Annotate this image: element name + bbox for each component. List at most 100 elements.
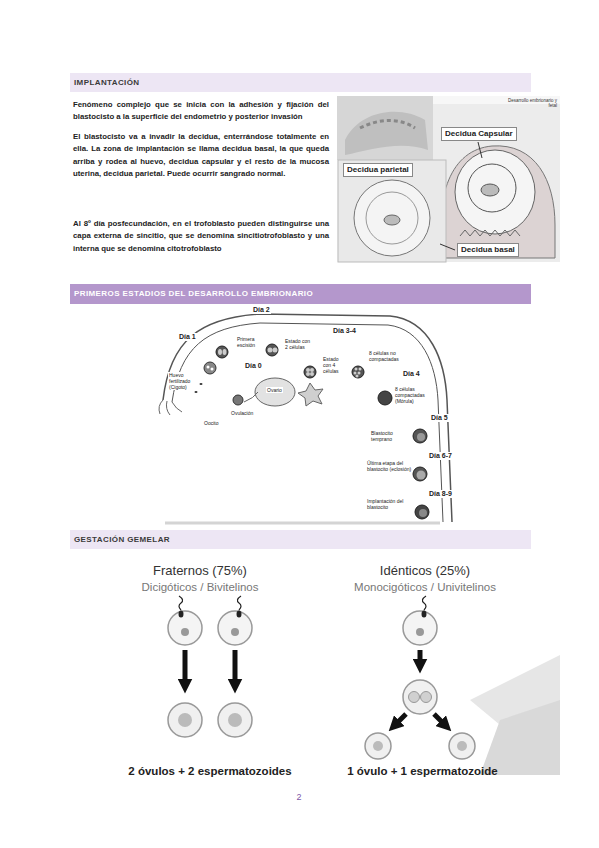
embryo-cells-part [354, 372, 357, 375]
twin-illustration-part [179, 611, 184, 618]
embryo-cells-part [359, 368, 362, 371]
embryo-cells-part [306, 368, 310, 372]
day-label: Día 1 [178, 333, 197, 341]
twin-illustration-part [449, 733, 475, 759]
day-label: Día 6-7 [428, 452, 453, 460]
page-number: 2 [289, 792, 309, 803]
organ-label: Ovario [266, 387, 283, 393]
stage-label: Blastocito temprano [370, 430, 412, 442]
implantation-figure-part [455, 150, 535, 234]
day-label: Día 4 [402, 370, 421, 378]
embryo-cells-part [356, 375, 359, 378]
day-label: Día 5 [430, 414, 449, 422]
embryo-cells-part [211, 368, 214, 371]
twin-illustration-part [233, 650, 238, 686]
twin-illustration-part [403, 680, 437, 714]
implantation-figure-part [384, 215, 400, 225]
embryo-cells-part [419, 509, 427, 517]
twin-heading: Fraternos (75%) [120, 563, 280, 578]
stage-label: Estado con 2 células [284, 338, 314, 350]
stage-label: Implantación del blastocito [366, 498, 413, 510]
embryo-cells-part [310, 368, 314, 372]
twin-illustration-part [457, 741, 467, 751]
twin-illustration-part [218, 703, 252, 737]
stage-label: 8 células no compactadas [368, 350, 408, 362]
embryo-cells-part [266, 344, 278, 356]
fallopian-tube-part [159, 400, 182, 415]
embryo-cells-part [268, 348, 273, 353]
embryo-cells-part [415, 505, 429, 519]
embryo-cells-part [358, 372, 361, 375]
implantation-figure-part [345, 112, 428, 155]
body-paragraph: Fenómeno complejo que se inicia con la a… [73, 99, 329, 124]
embryo-cells-part [310, 372, 314, 376]
fallopian-tube-part [172, 323, 443, 522]
twin-illustration-part [237, 611, 242, 618]
callout-box: Decidua parietal [343, 163, 413, 177]
embryo-cells-part [304, 366, 316, 378]
implantation-figure-part [354, 180, 430, 256]
embryo-cells-part [195, 391, 198, 393]
fallopian-tube [159, 314, 452, 523]
fallopian-tube-part [163, 314, 452, 522]
twin-illustration-part [416, 628, 424, 636]
twin-illustration-part [394, 714, 406, 726]
section-band: PRIMEROS ESTADIOS DEL DESARROLLO EMBRION… [70, 284, 531, 304]
implantation-figure-part [481, 184, 499, 196]
twin-subheading: Dicigóticos / Bivitelinos [110, 580, 290, 594]
stage-label: Primera escisión [236, 336, 263, 348]
stage-label: Huevo fertilizado (Cigoto) [168, 372, 199, 390]
stage-label: 8 células compactadas (Mórula) [394, 386, 434, 404]
twin-illustration-part [422, 596, 426, 610]
callout-box: Decidua basal [457, 243, 519, 257]
embryo-cells-part [417, 471, 426, 480]
section-band: IMPLANTACIÓN [70, 73, 531, 92]
twin-illustration-part [178, 713, 192, 727]
twin-illustration-part [183, 650, 188, 686]
implantation-figure-part [439, 146, 555, 258]
twin-illustration-part [373, 741, 383, 751]
embryo-cells-part [223, 349, 227, 355]
node-text: Decidua Capsular [445, 129, 513, 139]
ovary-part [255, 378, 295, 406]
twin-illustration-part [179, 596, 183, 610]
stage-label: Última etapa del blastocito (eclosión) [366, 460, 413, 472]
twin-subheading: Monocigóticos / Univitelinos [325, 580, 525, 594]
figure-credit: Desarrollo embrionario y fetal [500, 98, 557, 108]
node-text: Decidua parietal [347, 165, 409, 175]
implantation-figure [337, 96, 560, 262]
implantation-figure-part [337, 96, 433, 160]
twin-illustration [168, 596, 560, 775]
embryo-cells-part [200, 383, 203, 385]
embryo-cells-part [204, 362, 216, 374]
twin-note: 2 óvulos + 2 espermatozoides [100, 764, 320, 778]
twin-illustration-part [365, 733, 391, 759]
embryo-cells-part [306, 372, 310, 376]
embryo-cells-part [355, 368, 358, 371]
embryo-cells-part [207, 366, 210, 369]
ovary-part [244, 392, 258, 402]
twin-illustration-part [403, 611, 437, 645]
embryo-cells-part [413, 467, 427, 481]
twin-illustration-part [218, 611, 252, 645]
twin-illustration-part [228, 713, 242, 727]
node-text: IMPLANTACIÓN [74, 73, 531, 92]
embryo-cells-part [218, 349, 222, 355]
twin-illustration-part [434, 714, 446, 726]
twin-illustration-part [168, 703, 202, 737]
node-text: GESTACIÓN GEMELAR [74, 530, 531, 549]
callout-box: Decidua Capsular [441, 127, 517, 141]
implantation-figure-part [468, 164, 516, 212]
embryo-cells-part [413, 429, 427, 443]
day-label: Día 0 [244, 362, 263, 370]
fallopian-tube-part [165, 522, 440, 525]
implantation-figure-part [433, 104, 560, 262]
body-paragraph: El blastocisto va a invadir la decidua, … [73, 131, 329, 181]
implantation-figure-part [460, 230, 520, 236]
section-band: GESTACIÓN GEMELAR [70, 530, 531, 549]
stage-label: Ovulación [230, 410, 254, 416]
embryo-cells [189, 344, 430, 519]
stage-label: Estado con 4 células [322, 356, 349, 374]
twin-note: 1 óvulo + 1 espermatozoide [315, 764, 530, 778]
